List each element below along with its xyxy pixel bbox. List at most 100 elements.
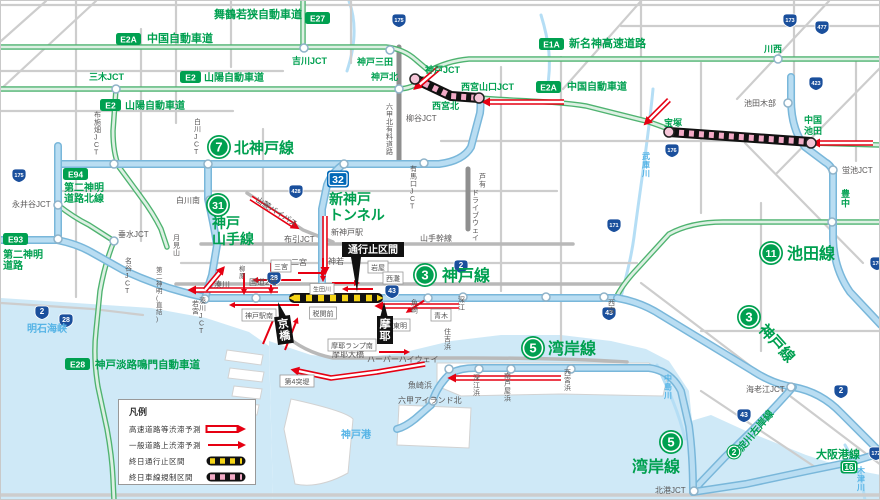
junction-node: [203, 159, 213, 169]
highway-congestion-arrowhead: [215, 266, 225, 276]
route-number-badge-label: 7: [215, 140, 222, 155]
map-label-海老江JCT: 海老江JCT: [746, 384, 785, 394]
map-label-木津川: 木津川: [856, 465, 866, 492]
closed-ramp-box: 京橋: [274, 315, 294, 345]
expressway-number-badge-label: E93: [8, 235, 23, 245]
closed-ramp-label: 耶: [380, 330, 391, 343]
ramp-name-box: [327, 338, 377, 352]
regulation-endpoint-node: [663, 126, 675, 138]
highway-congestion-arrowhead: [290, 366, 300, 376]
map-label-西宮北: 西宮北: [432, 100, 459, 111]
water-area: [691, 415, 879, 499]
route-number-badge: [521, 336, 545, 360]
route-number-badge: [207, 135, 231, 159]
map-label-川西: 川西: [763, 44, 782, 54]
junction-node: [111, 84, 121, 94]
local-congestion-arrowhead: [292, 317, 299, 325]
map-label-深江浜: 深江浜: [473, 373, 480, 397]
junction-node: [299, 43, 309, 53]
shield-shape: [288, 184, 304, 199]
map-label-魚崎: 魚崎: [411, 298, 418, 315]
route-number-badge-ring: [207, 194, 229, 216]
map-label-トンネル: トンネル: [329, 207, 385, 223]
closure-end-arrow: [377, 294, 384, 302]
junction-node: [458, 292, 468, 302]
route-number-badge-label: 3: [745, 310, 752, 325]
highway-congestion-arrowhead: [289, 220, 300, 230]
map-label-三木JCT: 三木JCT: [89, 71, 125, 82]
map-label-神若: 神若: [328, 256, 344, 266]
local-congestion-arrow: [262, 317, 275, 345]
route-number-badge: [659, 430, 683, 454]
green-road-inner: [427, 57, 879, 73]
map-label-道路: 道路: [3, 259, 24, 272]
legend-item-lane-regulation: 終日車線規制区間: [129, 469, 247, 485]
shield-number: 28: [62, 317, 70, 324]
junction-node: [474, 364, 484, 374]
map-label-宝塚: 宝塚: [664, 117, 682, 128]
gray-road: [561, 1, 643, 91]
shield-shape: [808, 76, 824, 91]
closed-ramp-label: 橋: [278, 328, 292, 344]
map-label-中国自動車道: 中国自動車道: [147, 31, 213, 45]
shield-shape: [814, 20, 830, 35]
shield-shape: [601, 306, 617, 321]
junction-node: [827, 217, 837, 227]
expressway-number-badge-label: E2: [185, 73, 196, 83]
map-label-池田: 池田: [804, 125, 822, 136]
highway-congestion-bar-inner: [250, 196, 294, 227]
junction-node: [786, 382, 796, 392]
regulation-endpoint-node: [473, 92, 485, 104]
route-number-badge-ring: [760, 242, 782, 264]
highway-jam-swatch-icon: [205, 425, 246, 433]
map-label-住吉浜: 住吉浜: [444, 327, 451, 351]
closure-end-arrow: [288, 294, 295, 302]
closed-ramp-box: 摩耶: [377, 316, 393, 344]
map-label-ハーバーハイウェイ: ハーバーハイウェイ: [367, 355, 439, 364]
legend-label: 高速道路等渋滞予測: [129, 424, 201, 434]
ramp-name-label: 三宮: [274, 262, 288, 271]
map-label-湾岸線: 湾岸線: [548, 339, 596, 358]
map-label-柳原: 柳原: [239, 264, 246, 280]
map-label-神戸JCT: 神戸JCT: [425, 64, 461, 75]
map-label-湊川: 湊川: [214, 279, 230, 289]
map-label-吉川JCT: 吉川JCT: [292, 55, 328, 66]
shield-number: 43: [388, 288, 396, 295]
regulation-endpoint-node: [805, 137, 817, 149]
highway-congestion-bar-inner: [297, 362, 426, 380]
expressway-number-badge: [180, 71, 201, 83]
map-label-新神戸駅: 新神戸駅: [331, 227, 363, 237]
tunnel-route-badge-ring: [328, 171, 348, 187]
junction-node: [251, 293, 261, 303]
expressway-number-badge: [65, 358, 90, 370]
ramp-name-label: 生田川: [313, 286, 331, 294]
map-label-中国自動車道: 中国自動車道: [567, 80, 627, 93]
lane-regulation-stripes: [413, 76, 480, 101]
junction-node: [53, 200, 63, 210]
lane-regulation-stripes: [668, 129, 812, 145]
map-label-神戸港: 神戸港: [341, 428, 372, 441]
shield-shape: [11, 168, 27, 183]
green-road: [613, 219, 879, 301]
junction-node: [828, 165, 838, 175]
map-label-神戸淡路鳴門自動車道: 神戸淡路鳴門自動車道: [95, 358, 200, 371]
ramp-name-box: [430, 308, 452, 322]
junction-node: [773, 54, 783, 64]
shield-number: 171: [609, 223, 618, 229]
gray-road: [775, 67, 879, 175]
blue-road-inner: [428, 365, 696, 495]
map-label-舞鶴若狭自動車道: 舞鶴若狭自動車道: [214, 7, 302, 21]
junction-node: [444, 364, 454, 374]
route-number-badge-label: 31: [212, 200, 224, 212]
shield-shape: [266, 271, 282, 286]
shield-shape: [453, 259, 469, 274]
local-congestion-arrowhead: [404, 349, 411, 355]
map-label-中国: 中国: [804, 114, 822, 125]
green-road-inner: [1, 45, 431, 73]
national-route-shield-icon: 171: [606, 218, 622, 233]
shield-number: 176: [667, 148, 676, 154]
map-label-ドライブウェイ: ドライブウェイ: [472, 190, 479, 242]
closure-callout-box: [342, 242, 404, 257]
